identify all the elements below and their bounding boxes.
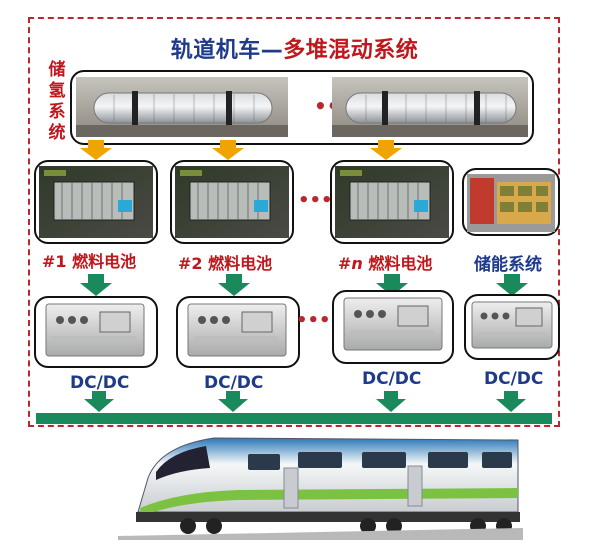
fuel-cell-stack-n — [335, 166, 449, 238]
dcdc-converter-storage — [471, 301, 553, 349]
train-image — [118, 437, 523, 540]
green-arrow — [84, 391, 114, 412]
fuel-cell-text: 燃料电池 — [362, 254, 433, 273]
fuel-cell-label-1: #1 燃料电池 — [42, 248, 136, 272]
title-part-2: 多堆混动系统 — [283, 38, 419, 63]
fuel-cell-label-2: #2 燃料电池 — [178, 250, 272, 274]
fuel-cell-images: ••• — [39, 166, 555, 238]
fuel-cell-text: 燃料电池 — [208, 254, 273, 273]
green-arrow — [496, 391, 526, 412]
battery-pack-image — [467, 174, 555, 232]
converter-ellipsis: ••• — [296, 310, 331, 331]
fuel-cell-text: 燃料电池 — [72, 252, 137, 271]
hydrogen-label-char: 储 — [48, 60, 66, 80]
hydrogen-label-char: 统 — [48, 123, 66, 143]
fuel-cell-index-n: n — [351, 254, 363, 273]
fuel-cell-number: #1 — [42, 252, 73, 271]
dcdc-label-2: DC/DC — [204, 373, 264, 393]
dcdc-label-1: DC/DC — [70, 373, 130, 393]
dcdc-label-storage: DC/DC — [484, 369, 544, 389]
diagram-title: 轨道机车—多堆混动系统 — [0, 32, 589, 64]
hydrogen-tanks-image: ••• — [76, 77, 528, 137]
power-flow-arrows-upper — [80, 274, 528, 296]
hydrogen-flow-arrows — [80, 140, 402, 160]
fuel-cell-stack-2 — [175, 166, 289, 238]
fuel-cell-stack-1 — [39, 166, 153, 238]
fuel-cell-ellipsis: ••• — [298, 190, 333, 211]
hydrogen-storage-label: 储 氢 系 统 — [44, 60, 70, 144]
orange-arrow — [370, 140, 402, 160]
dcdc-converter-images: ••• — [45, 297, 553, 357]
dcdc-label-n: DC/DC — [362, 369, 422, 389]
green-arrow — [218, 391, 248, 412]
energy-storage-label: 储能系统 — [474, 255, 542, 275]
green-arrow — [218, 274, 250, 296]
green-arrow — [496, 274, 528, 296]
hydrogen-label-char: 氢 — [48, 81, 66, 101]
dcdc-converter-1 — [45, 303, 145, 357]
dcdc-converter-n — [343, 297, 443, 351]
hydrogen-label-char: 系 — [48, 102, 66, 122]
green-arrow — [376, 391, 406, 412]
orange-arrow — [212, 140, 244, 160]
power-flow-arrows-lower — [84, 391, 526, 412]
orange-arrow — [80, 140, 112, 160]
dcdc-converter-2 — [187, 303, 287, 357]
fuel-cell-number: #2 — [178, 254, 209, 273]
green-arrow — [80, 274, 112, 296]
fuel-cell-label-n: #n 燃料电池 — [338, 250, 432, 274]
fuel-cell-number: # — [338, 254, 352, 273]
title-part-1: 轨道机车— — [170, 38, 284, 63]
green-arrow — [376, 274, 408, 296]
dc-bus — [36, 413, 552, 424]
